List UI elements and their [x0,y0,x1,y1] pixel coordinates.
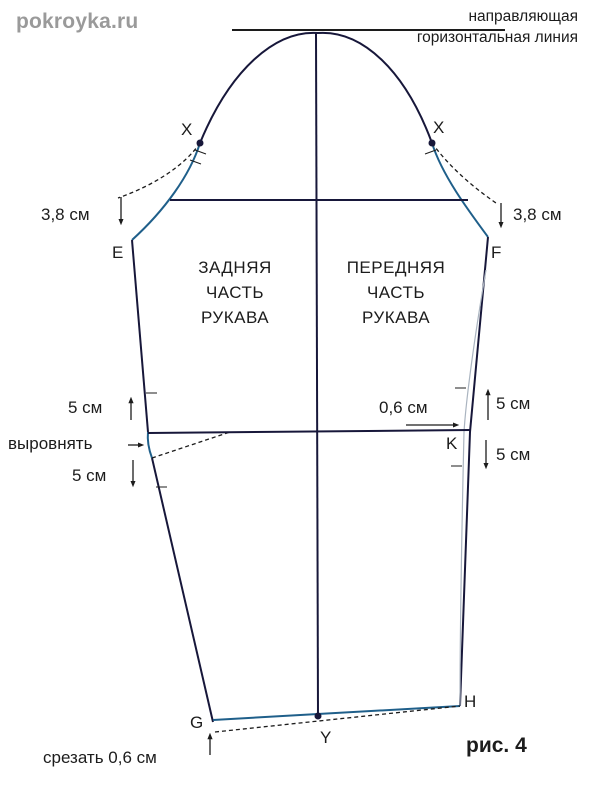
elbow-line [147,429,471,434]
point-g-label: G [190,713,204,732]
part-back-label: ЗАДНЯЯ ЧАСТЬ РУКАВА [170,255,300,330]
cap-adjusted-left [131,142,201,241]
sleeve-cap-curve [199,31,433,144]
point-h-label: H [464,692,477,711]
guide-line-label-1: направляющая [468,8,578,25]
figure-label: рис. 4 [466,734,527,757]
part-back-line-3: РУКАВА [200,308,270,327]
cap-tick-left [194,149,207,155]
measure-align: выровнять [8,434,93,453]
part-front-line-1: ПЕРЕДНЯЯ [346,258,446,277]
back-seam-lower [151,457,214,723]
point-x-right-dot [428,139,436,147]
point-y-dot [314,712,322,720]
measure-hem-cut: срезать 0,6 см [43,748,157,767]
point-x-right-label: X [433,118,445,137]
part-back-line-2: ЧАСТЬ [205,283,265,302]
measure-elbow-back-down: 5 см [72,466,107,485]
point-x-left-label: X [181,120,193,139]
measure-cap-left: 3,8 см [41,205,90,224]
measure-elbow-back-up: 5 см [68,398,103,417]
measure-cap-right: 3,8 см [513,205,562,224]
site-watermark: pokroyka.ru [16,10,139,33]
part-front-label: ПЕРЕДНЯЯ ЧАСТЬ РУКАВА [331,255,461,330]
front-seam-shifted [459,269,487,707]
guide-line-label: направляющая горизонтальная линия [417,6,578,48]
point-k-label: K [446,434,458,453]
hem-original [214,705,461,733]
back-elbow-adjusted [146,431,153,459]
part-back-line-1: ЗАДНЯЯ [198,258,272,277]
cap-original-left [117,142,201,199]
point-y-label: Y [320,728,332,747]
point-x-left-dot [196,139,204,147]
part-front-line-2: ЧАСТЬ [366,283,426,302]
part-front-line-3: РУКАВА [361,308,431,327]
point-f-label: F [491,243,502,262]
measure-elbow-front-down: 5 см [496,445,531,464]
center-line [315,32,319,717]
front-seam [459,236,489,707]
hem-adjusted [212,705,461,721]
point-e-label: E [112,243,124,262]
back-seam-upper [131,239,149,433]
guide-line-label-2: горизонтальная линия [416,29,578,46]
measure-elbow-shift: 0,6 см [379,398,428,417]
cap-adjusted-right [431,142,489,238]
cap-original-right [431,142,497,204]
measure-elbow-front-up: 5 см [496,394,531,413]
cap-tick-left-2 [189,159,202,165]
back-elbow-dashed [151,431,231,459]
cap-tick-right [424,149,437,155]
